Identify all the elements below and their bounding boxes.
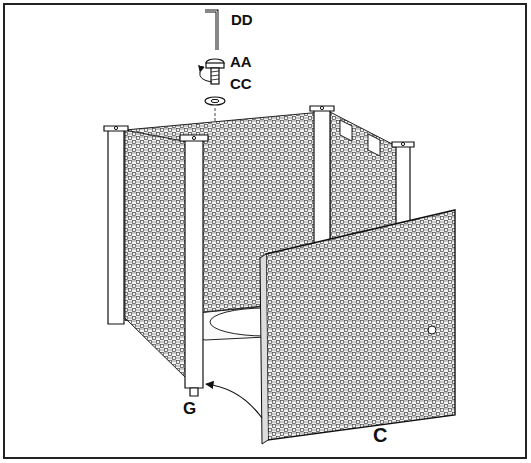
part-letter: G <box>183 400 196 417</box>
bolt-head-side <box>206 63 224 68</box>
bolt-thread <box>211 71 219 80</box>
post-holes <box>114 106 404 145</box>
insert-arrow <box>206 384 262 418</box>
left-panel <box>125 130 188 380</box>
part-letter: C <box>373 425 387 445</box>
front-panel <box>266 210 455 440</box>
front-panel-edge <box>260 254 268 444</box>
panel-latch <box>428 326 436 334</box>
part-label: CC <box>230 76 252 91</box>
bolt-shank <box>211 68 219 84</box>
bolt-head <box>206 59 224 67</box>
turn-arrow <box>200 72 212 82</box>
allen-key-highlight <box>205 11 217 50</box>
part-label: DD <box>231 12 253 27</box>
frame <box>4 4 526 458</box>
washer <box>205 97 225 105</box>
allen-key <box>205 11 217 50</box>
washer-hole <box>211 99 219 102</box>
part-label: AA <box>230 54 252 69</box>
panel-notches <box>340 120 380 156</box>
